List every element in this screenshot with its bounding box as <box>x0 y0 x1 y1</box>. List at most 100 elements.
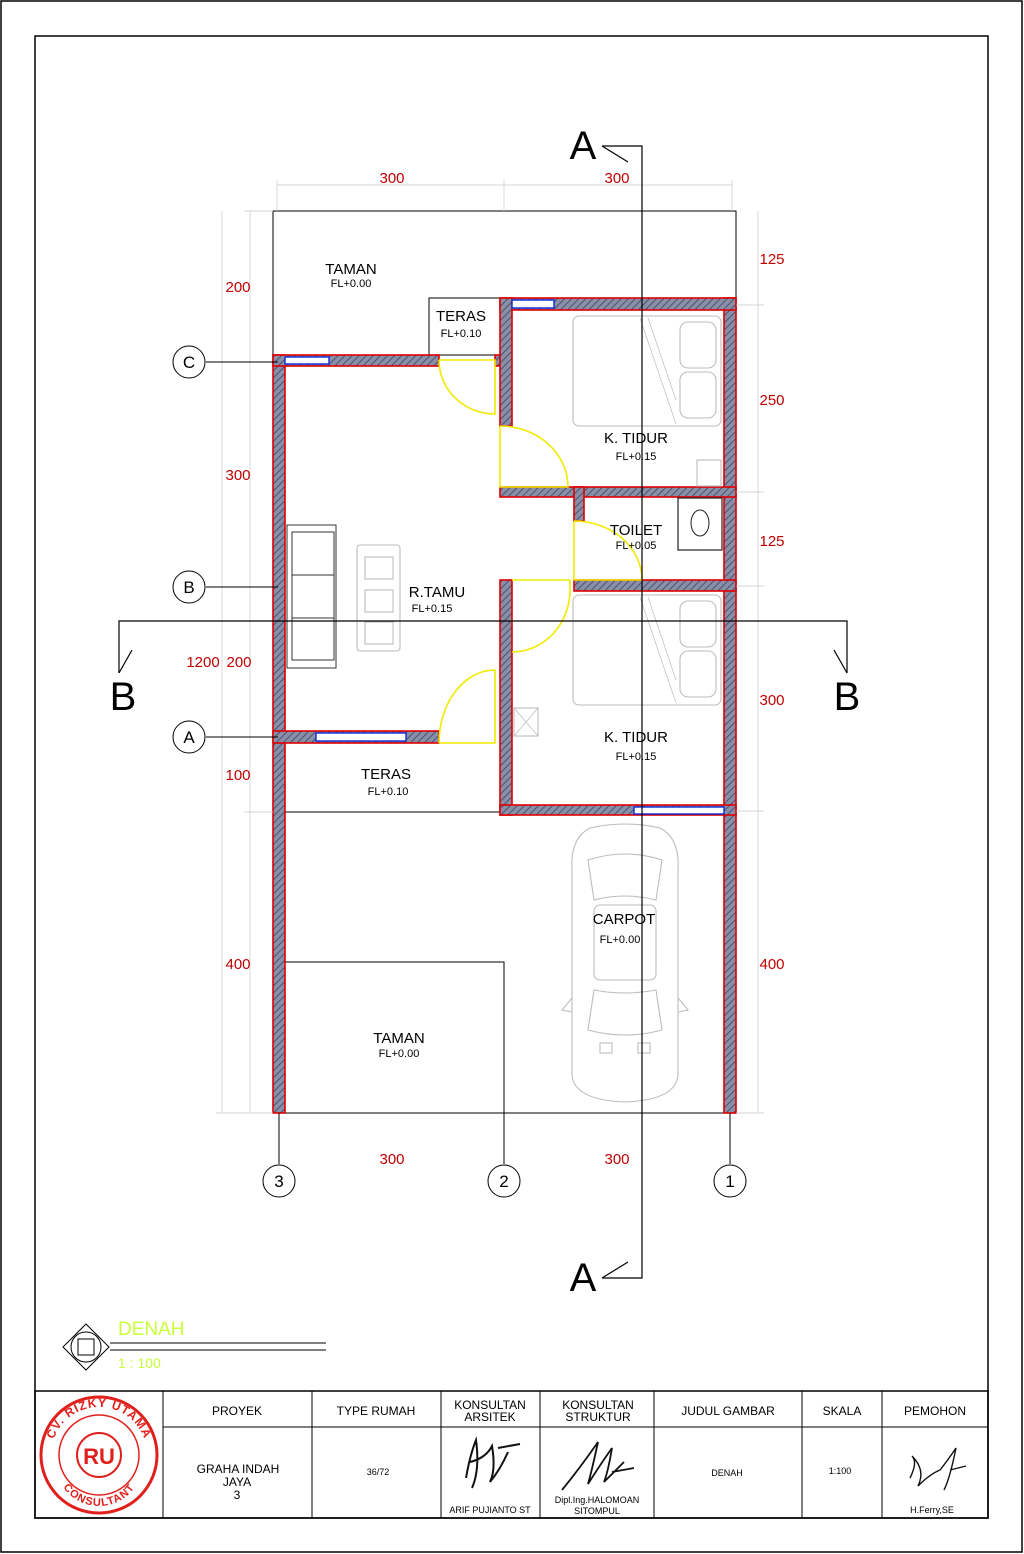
tb-header-judul-gambar: JUDUL GAMBAR <box>681 1404 775 1418</box>
tb-value-pemohon-name: H.Ferry,SE <box>910 1505 954 1515</box>
title-symbol-circle <box>70 1331 102 1363</box>
bed-1-sheet-line <box>647 317 677 401</box>
window-living-top <box>284 356 330 365</box>
section-a-line <box>602 145 643 1279</box>
door-bedroom1 <box>499 425 569 488</box>
dim-bottom-1: 300 <box>379 1151 404 1168</box>
room-taman-bottom-fl: FL+0.00 <box>379 1048 420 1060</box>
tb-header-pemohon: PEMOHON <box>904 1404 966 1418</box>
stamp-initials: RU <box>83 1444 115 1469</box>
grid-markers: C B A 3 2 1 <box>172 345 747 1198</box>
grid-label-2: 2 <box>499 1172 508 1191</box>
room-taman-top: TAMAN <box>325 261 376 278</box>
title-symbol-diamond <box>62 1323 110 1371</box>
grid-label-3: 3 <box>274 1172 283 1191</box>
section-b-line <box>118 620 848 673</box>
drawing-scale-text: 1 : 100 <box>118 1355 161 1371</box>
dim-left-2: 300 <box>225 467 250 484</box>
title-block-frame <box>34 1390 989 1519</box>
stamp-center <box>76 1432 122 1478</box>
signature-struktur <box>561 1441 635 1491</box>
room-ktidur-2-fl: FL+0.15 <box>616 751 657 763</box>
title-block: CV. RIZKY UTAMA CONSULTANT RU PROYEK TYP… <box>34 1390 989 1519</box>
window-bedroom1 <box>511 299 555 309</box>
section-b-arrow-left <box>118 649 133 674</box>
door-bedroom2 <box>511 579 571 653</box>
dimension-texts: 300 300 300 300 200 300 200 100 400 1200… <box>186 170 784 1168</box>
dim-left-total: 1200 <box>186 654 219 671</box>
wardrobe-2-cross <box>513 707 539 737</box>
section-a-arrow-top <box>601 145 629 163</box>
dim-right-1: 125 <box>759 251 784 268</box>
section-markers: A A B B <box>110 124 861 1300</box>
toilet-bowl <box>690 509 710 537</box>
room-ktidur-1: K. TIDUR <box>604 430 668 447</box>
sofa <box>286 524 337 669</box>
grid-bubble-b <box>172 570 206 604</box>
sofa-seat <box>291 531 335 661</box>
room-teras-top-fl: FL+0.10 <box>441 328 482 340</box>
room-toilet: TOILET <box>610 522 662 539</box>
room-teras-top: TERAS <box>436 308 486 325</box>
dim-bottom-2: 300 <box>604 1151 629 1168</box>
tb-header-skala: SKALA <box>823 1404 862 1418</box>
room-carpot-fl: FL+0.00 <box>600 934 641 946</box>
drawing-title: DENAH 1 : 100 <box>62 1319 326 1371</box>
room-taman-bottom: TAMAN <box>373 1030 424 1047</box>
bed-1-pillow <box>679 321 717 369</box>
dim-left-3: 200 <box>226 654 251 671</box>
dim-right-5: 400 <box>759 956 784 973</box>
dim-right-2: 250 <box>759 392 784 409</box>
wall-bedroom2-bottom <box>499 804 737 816</box>
tb-value-proyek-2: JAYA <box>223 1475 251 1489</box>
section-a-bottom-label: A <box>570 1256 597 1300</box>
tb-value-proyek-1: GRAHA INDAH <box>197 1462 280 1476</box>
dim-left-4: 100 <box>225 767 250 784</box>
stamp-outer-ring <box>39 1395 159 1515</box>
wall-toilet-left <box>573 486 585 522</box>
wall-toilet-bottom <box>573 579 737 592</box>
tb-header-konsultan-arsitek-1: KONSULTAN <box>454 1398 526 1412</box>
dim-left-1: 200 <box>225 279 250 296</box>
coffee-table-panel <box>364 589 394 613</box>
door-teras-top <box>438 359 496 415</box>
car-rear-window <box>587 989 663 1036</box>
coffee-table-panel <box>364 556 394 580</box>
section-a-top-label: A <box>570 124 597 168</box>
room-teras-bottom: TERAS <box>361 766 411 783</box>
door-teras-bottom <box>438 669 496 744</box>
room-teras-bottom-fl: FL+0.10 <box>368 786 409 798</box>
grid-label-1: 1 <box>725 1172 734 1191</box>
grid-bubble-a <box>172 720 206 754</box>
toilet-fixture <box>677 497 723 551</box>
wall-center-1 <box>499 297 513 427</box>
car-mirror <box>560 997 573 1013</box>
bed-2 <box>572 594 722 706</box>
car-rear-light <box>599 1042 613 1054</box>
signature-arsitek <box>465 1436 521 1489</box>
section-b-arrow-right <box>833 649 848 674</box>
window-bedroom2 <box>633 806 725 815</box>
room-ktidur-2: K. TIDUR <box>604 729 668 746</box>
signature-pemohon <box>909 1447 967 1491</box>
window-living-front <box>315 732 407 742</box>
bed-1 <box>572 315 722 427</box>
dim-right-4: 300 <box>759 692 784 709</box>
car <box>560 823 690 1103</box>
dim-top-2: 300 <box>604 170 629 187</box>
wardrobe-2 <box>513 707 539 737</box>
bed-2-sheet-line <box>639 596 677 704</box>
title-symbol-square <box>77 1338 95 1356</box>
stamp-inner-ring <box>58 1414 140 1496</box>
dimension-lines <box>216 180 764 1114</box>
bed-1-sheet-line <box>639 317 677 425</box>
tb-value-type-rumah: 36/72 <box>367 1467 390 1477</box>
grid-label-a: A <box>183 728 195 747</box>
dim-left-5: 400 <box>225 956 250 973</box>
grid-bubble-c <box>172 345 206 379</box>
tb-value-skala: 1:100 <box>829 1466 852 1476</box>
grid-bubble-1 <box>713 1164 747 1198</box>
tb-value-struktur-name-1: Dipl.Ing.HALOMOAN <box>555 1495 640 1505</box>
